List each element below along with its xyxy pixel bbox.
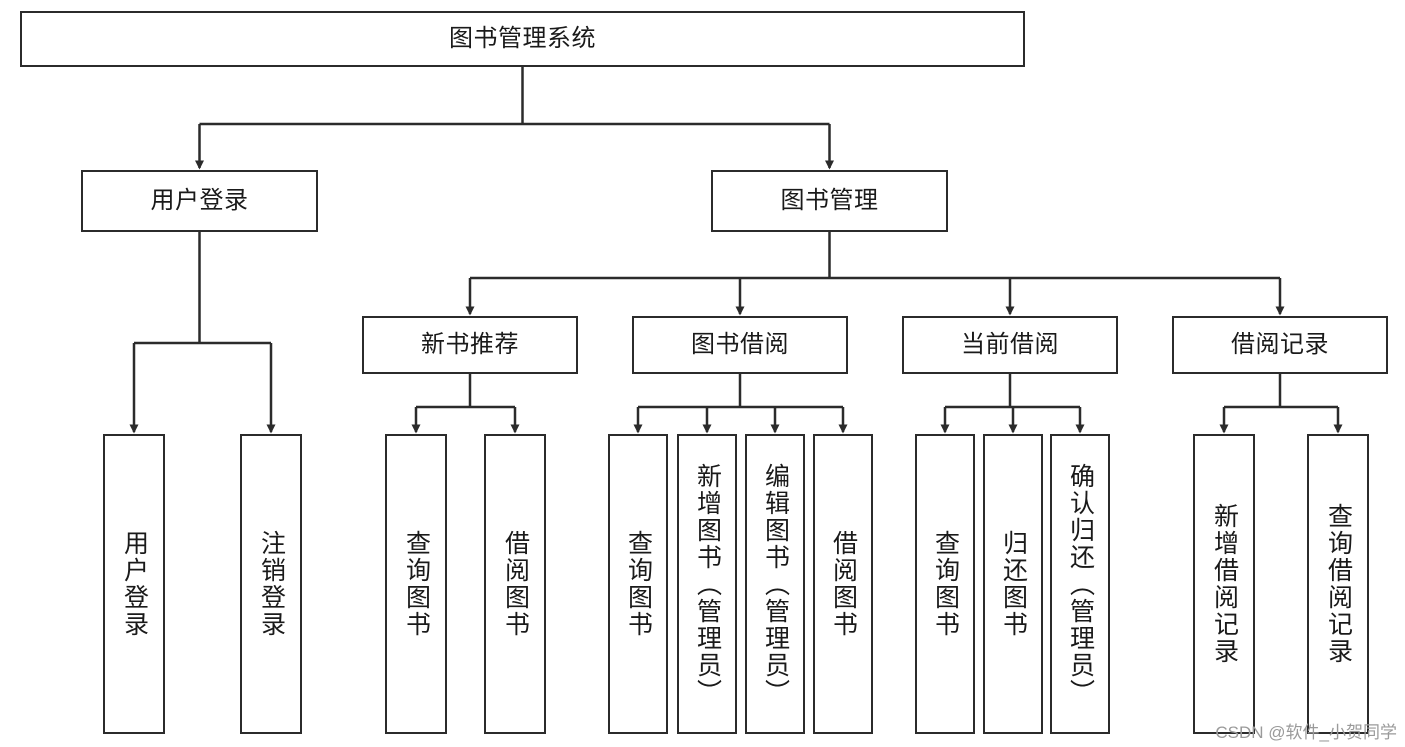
node-box-l3_c2: 新增图书（管理员） <box>677 434 737 734</box>
node-box-l3_d2: 归还图书 <box>983 434 1043 734</box>
node-box-l3_c4: 借阅图书 <box>813 434 873 734</box>
node-box-l3_b2: 借阅图书 <box>484 434 546 734</box>
node-box-l3_c3: 编辑图书（管理员） <box>745 434 805 734</box>
node-box-l3_c1: 查询图书 <box>608 434 668 734</box>
node-label-l2_current: 当前借阅 <box>961 331 1059 359</box>
node-label-l3_e2: 查询借阅记录 <box>1324 503 1353 665</box>
node-box-l2_records: 借阅记录 <box>1172 316 1388 374</box>
node-label-l3_b2: 借阅图书 <box>501 530 530 638</box>
node-box-l3_b1: 查询图书 <box>385 434 447 734</box>
node-box-root: 图书管理系统 <box>20 11 1025 67</box>
node-box-l3_d3: 确认归还（管理员） <box>1050 434 1110 734</box>
node-box-l2_current: 当前借阅 <box>902 316 1118 374</box>
watermark-text: CSDN @软件_小贺同学 <box>1215 723 1397 742</box>
node-box-l3_d1: 查询图书 <box>915 434 975 734</box>
node-label-l2_records: 借阅记录 <box>1231 331 1329 359</box>
node-label-l3_c1: 查询图书 <box>624 530 653 638</box>
node-label-l3_d1: 查询图书 <box>931 530 960 638</box>
node-label-l2_borrow: 图书借阅 <box>691 331 789 359</box>
node-label-l3_d2: 归还图书 <box>999 530 1028 638</box>
node-box-l1_login: 用户登录 <box>81 170 318 232</box>
node-box-l2_borrow: 图书借阅 <box>632 316 848 374</box>
node-label-root: 图书管理系统 <box>449 25 596 53</box>
node-label-l3_c3: 编辑图书（管理员） <box>761 462 790 706</box>
node-box-l3_e1: 新增借阅记录 <box>1193 434 1255 734</box>
node-box-l2_newrec: 新书推荐 <box>362 316 578 374</box>
node-box-l1_books: 图书管理 <box>711 170 948 232</box>
node-label-l3_a2: 注销登录 <box>257 530 286 638</box>
node-label-l3_d3: 确认归还（管理员） <box>1066 462 1095 706</box>
node-label-l1_books: 图书管理 <box>780 187 879 215</box>
node-box-l3_a2: 注销登录 <box>240 434 302 734</box>
node-label-l2_newrec: 新书推荐 <box>421 331 519 359</box>
node-label-l3_c4: 借阅图书 <box>829 530 858 638</box>
node-label-l3_a1: 用户登录 <box>120 530 149 638</box>
node-box-l3_a1: 用户登录 <box>103 434 165 734</box>
node-label-l1_login: 用户登录 <box>150 187 249 215</box>
node-label-l3_b1: 查询图书 <box>402 530 431 638</box>
node-label-l3_e1: 新增借阅记录 <box>1210 503 1239 665</box>
node-label-l3_c2: 新增图书（管理员） <box>693 462 722 706</box>
node-box-l3_e2: 查询借阅记录 <box>1307 434 1369 734</box>
